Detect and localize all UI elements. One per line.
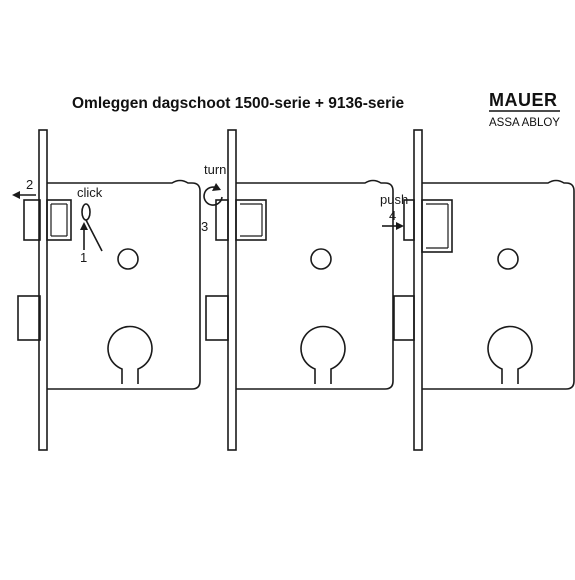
step-4-number: 4 bbox=[389, 208, 396, 223]
lock-body-step-4 bbox=[393, 129, 575, 451]
lock-body-step-1 bbox=[17, 129, 201, 451]
brand-subname: ASSA ABLOY bbox=[489, 117, 560, 129]
diagram-title: Omleggen dagschoot 1500-serie + 9136-ser… bbox=[72, 95, 404, 112]
brand-name: MAUER bbox=[489, 90, 558, 110]
brand-logo: MAUER ASSA ABLOY bbox=[489, 90, 560, 129]
step-2-number: 2 bbox=[26, 177, 33, 192]
step-3-number: 3 bbox=[201, 219, 208, 234]
step-1-number: 1 bbox=[80, 250, 87, 265]
click-clip-icon bbox=[81, 203, 103, 252]
step-3-action-label: turn bbox=[204, 162, 226, 177]
lock-body-step-3 bbox=[205, 129, 394, 451]
step-1-action-label: click bbox=[77, 185, 103, 200]
step-4-arrow-icon bbox=[382, 222, 404, 230]
rotate-icon bbox=[203, 183, 223, 206]
step-1-arrow-icon bbox=[80, 222, 88, 250]
step-4-action-label: push bbox=[380, 192, 408, 207]
step-2-arrow-icon bbox=[12, 191, 36, 199]
